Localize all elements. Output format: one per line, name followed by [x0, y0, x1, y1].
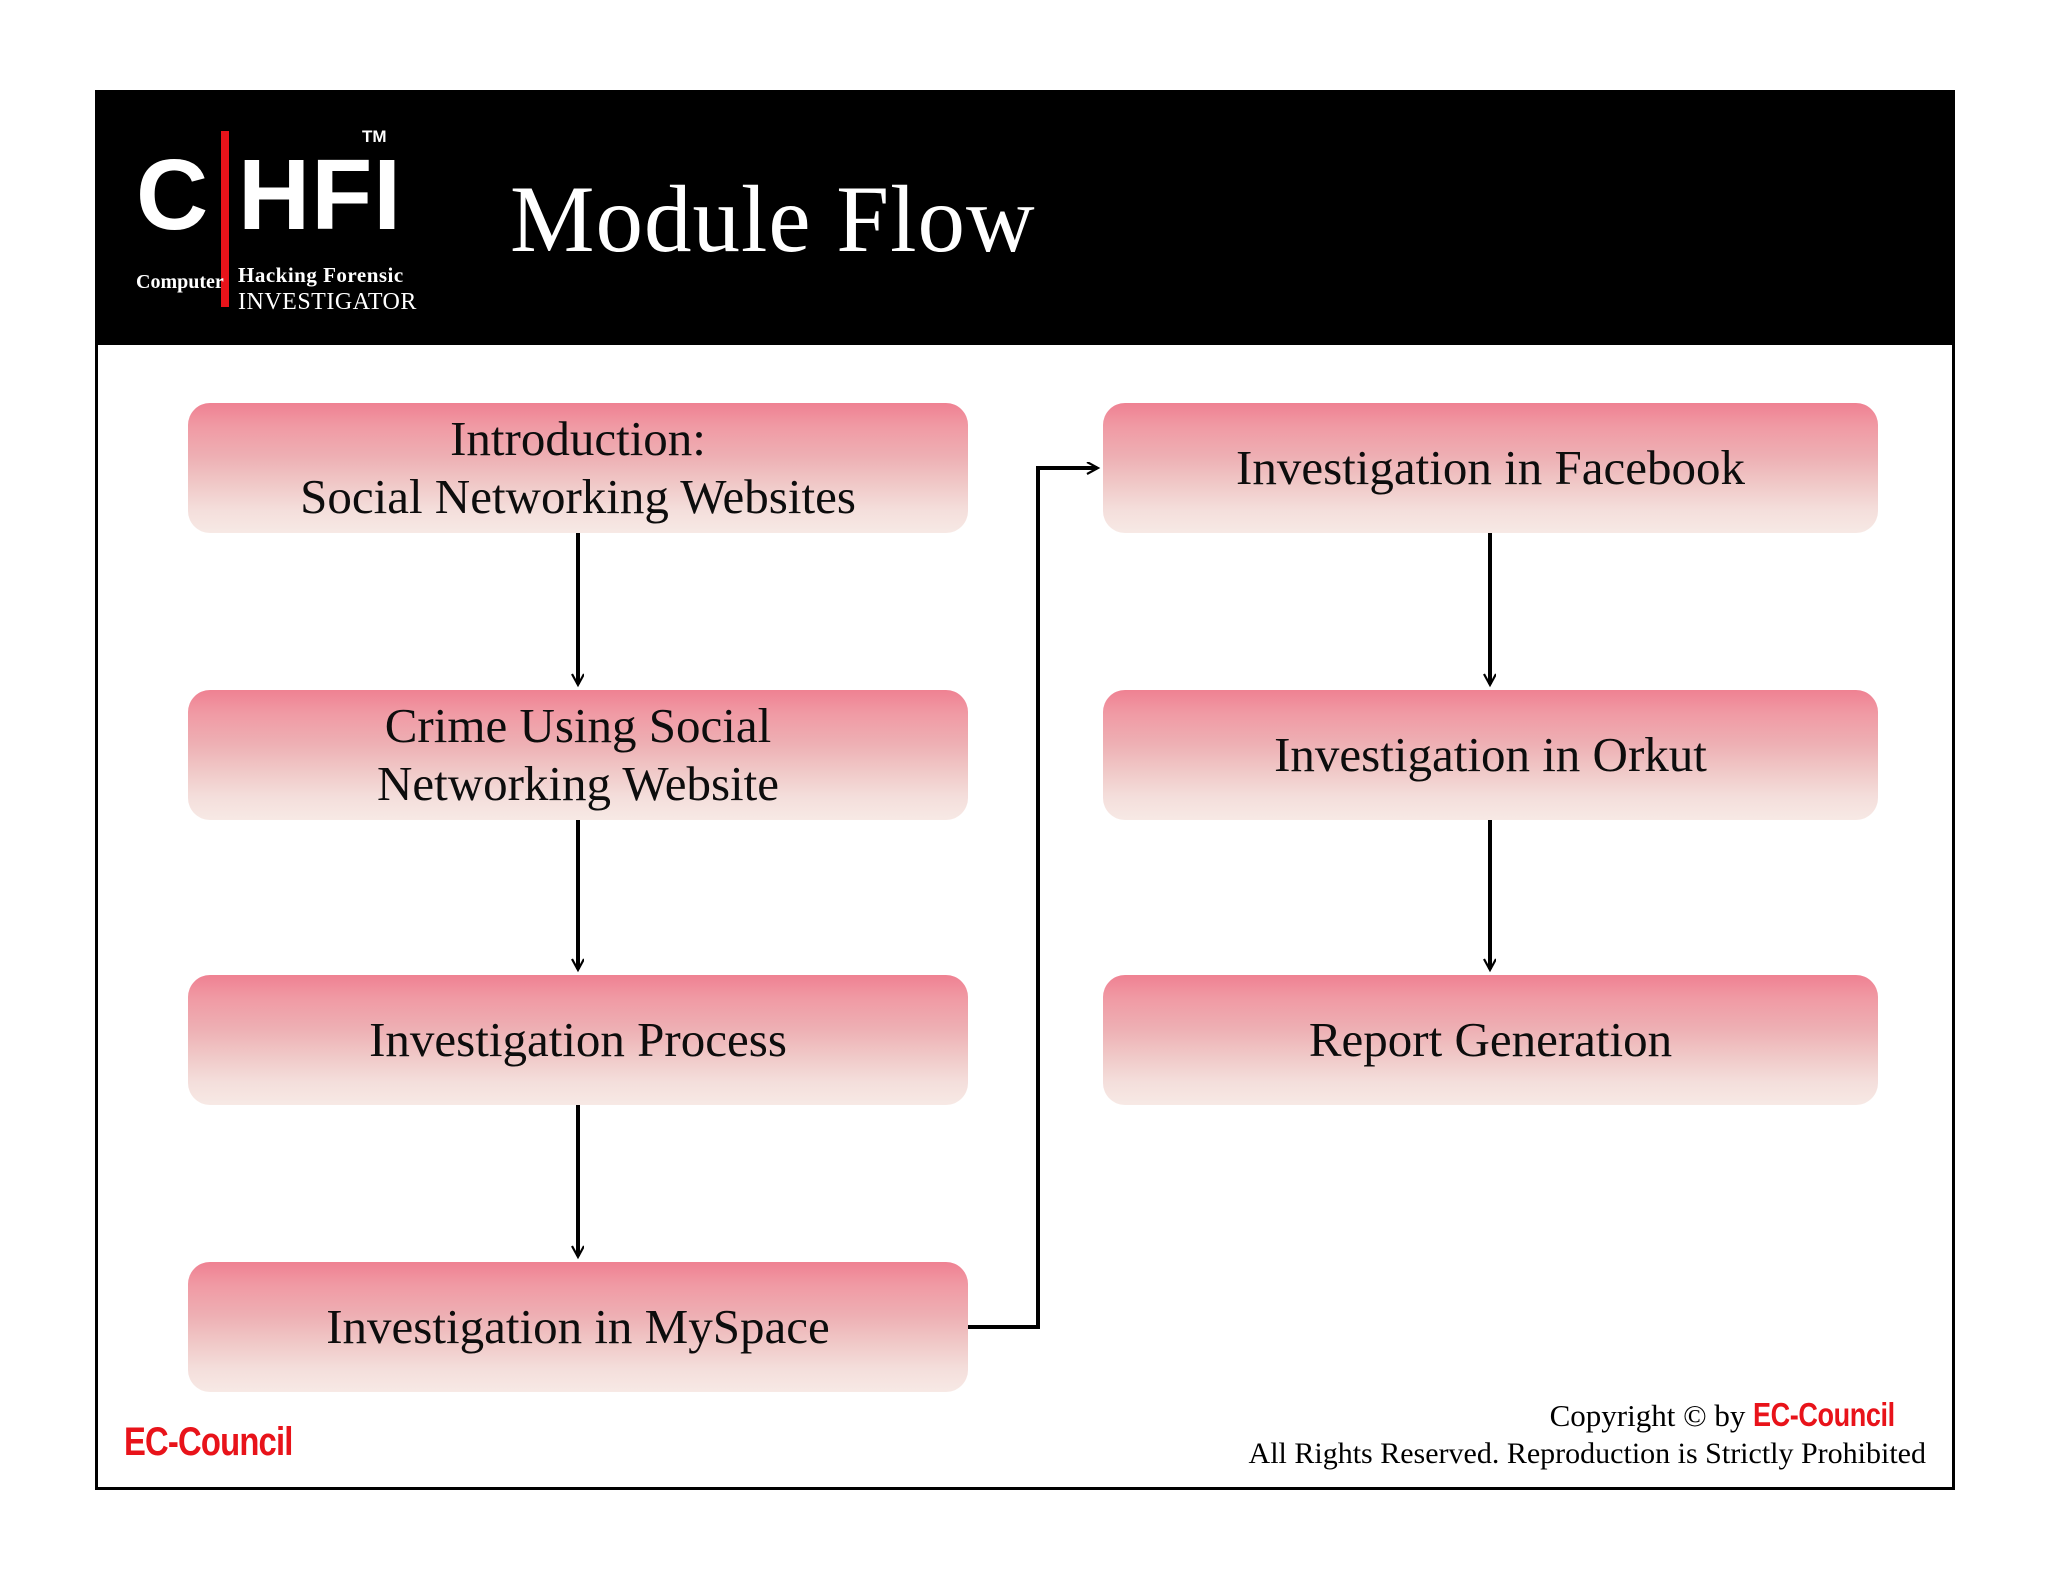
flow-node-report-generation[interactable]: Report Generation	[1103, 975, 1878, 1105]
logo-hacking-forensic: Hacking Forensic	[238, 263, 404, 287]
slide-frame: C HFI TM Computer Hacking Forensic INVES…	[95, 90, 1955, 1490]
edge-myspace-to-facebook	[968, 468, 1097, 1329]
footer-brand-logo: EC-Council	[124, 1420, 293, 1464]
copyright-prefix: Copyright	[1549, 1398, 1684, 1433]
logo-letters-hfi: HFI	[238, 139, 403, 251]
logo-investigator: INVESTIGATOR	[238, 289, 417, 315]
trademark-icon: TM	[362, 127, 387, 146]
flow-node-label: Crime Using Social Networking Website	[376, 698, 780, 811]
flow-node-investigation-process[interactable]: Investigation Process	[188, 975, 968, 1105]
logo-red-divider	[221, 131, 229, 307]
footer-copyright: Copyright © by EC-Council All Rights Res…	[1249, 1396, 1926, 1473]
chfi-logo: C HFI TM Computer Hacking Forensic INVES…	[130, 119, 440, 319]
flow-node-label: Report Generation	[1308, 1012, 1673, 1067]
copyright-brand: EC-Council	[1753, 1396, 1895, 1433]
logo-letter-c: C	[136, 139, 208, 251]
rights-reserved-line: All Rights Reserved. Reproduction is Str…	[1248, 1437, 1926, 1470]
copyright-by: by	[1706, 1398, 1754, 1433]
flow-node-label: Investigation in Facebook	[1236, 440, 1745, 495]
slide-header: C HFI TM Computer Hacking Forensic INVES…	[98, 93, 1952, 345]
flow-node-label: Introduction: Social Networking Websites	[300, 411, 856, 524]
copyright-line: Copyright © by EC-Council	[1249, 1396, 1926, 1435]
flow-node-crime-using-social[interactable]: Crime Using Social Networking Website	[188, 690, 968, 820]
flow-node-investigation-facebook[interactable]: Investigation in Facebook	[1103, 403, 1878, 533]
logo-word-computer: Computer	[136, 271, 224, 293]
flow-node-label: Investigation in MySpace	[326, 1299, 830, 1354]
flow-node-introduction[interactable]: Introduction: Social Networking Websites	[188, 403, 968, 533]
page-title: Module Flow	[510, 166, 1036, 272]
flow-node-label: Investigation Process	[369, 1012, 787, 1067]
copyright-symbol-icon: ©	[1683, 1398, 1707, 1433]
flow-node-investigation-myspace[interactable]: Investigation in MySpace	[188, 1262, 968, 1392]
flow-node-label: Investigation in Orkut	[1274, 727, 1707, 782]
flow-node-investigation-orkut[interactable]: Investigation in Orkut	[1103, 690, 1878, 820]
module-flow-diagram: Introduction: Social Networking Websites…	[98, 345, 1952, 1493]
